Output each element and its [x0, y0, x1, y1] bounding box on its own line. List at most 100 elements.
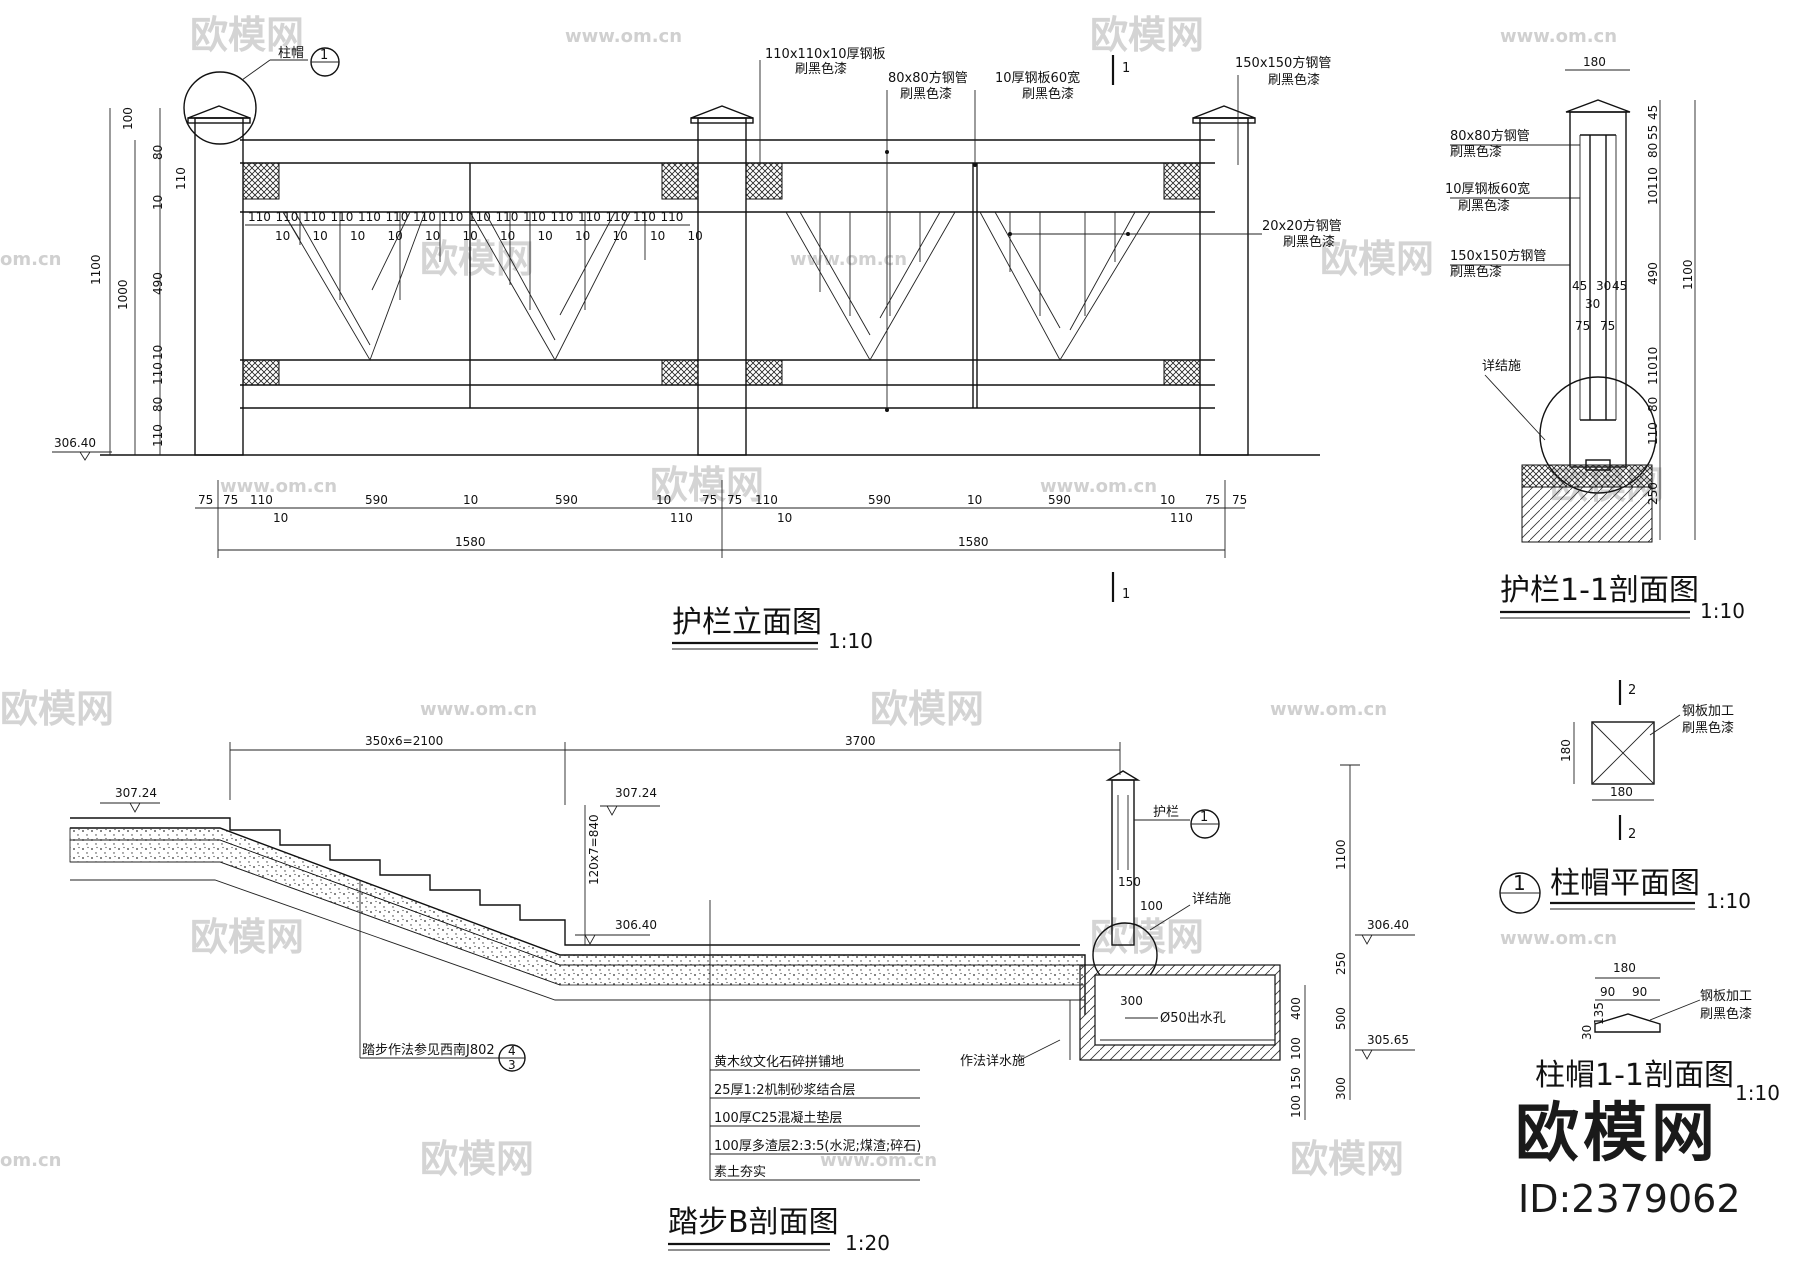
- dim-label: 90: [1600, 985, 1615, 999]
- dim-steps: 350x6=2100: [365, 734, 443, 748]
- dim-label: 590: [868, 493, 891, 507]
- step-section-title: 踏步B剖面图: [668, 1205, 839, 1240]
- layer-note: 100厚C25混凝土垫层: [714, 1110, 842, 1126]
- dim-label: 75: [727, 493, 742, 507]
- dim-label: 55: [1646, 125, 1660, 140]
- section-note: 150x150方钢管: [1450, 248, 1546, 264]
- dim-label: 110: [250, 493, 273, 507]
- watermark-brand: 欧模网: [420, 237, 534, 281]
- post: [690, 105, 754, 456]
- watermark-brand: 欧模网: [1290, 1137, 1404, 1181]
- layer-notes: 黄木纹文化石碎拼铺地 25厚1:2机制砂浆结合层 100厚C25混凝土垫层 10…: [710, 1055, 921, 1181]
- dim-label: 110: [331, 210, 354, 224]
- watermark-brand: 欧模网: [190, 13, 304, 57]
- cap-callout-label: 柱帽: [278, 45, 304, 61]
- cap-note: 刷黑色漆: [1682, 720, 1734, 736]
- watermark-url: www.om.cn: [820, 1150, 937, 1171]
- dim-label: 100: [121, 107, 135, 130]
- dim-label: 10: [1160, 493, 1175, 507]
- watermark-url: www.om.cn: [420, 699, 537, 720]
- section-note: 10厚钢板60宽: [1445, 181, 1530, 197]
- dim-label: 110: [1170, 511, 1193, 525]
- dim-label: 90: [1632, 985, 1647, 999]
- watermark-url: www.om.cn: [790, 249, 907, 270]
- dim-label: 75: [1205, 493, 1220, 507]
- dim-label: 110: [303, 210, 326, 224]
- dim-label: 30: [1596, 279, 1611, 293]
- dim-label: 590: [1048, 493, 1071, 507]
- elevation-mark: 306.40: [615, 918, 657, 932]
- watermark-url: www.om.cn: [1500, 26, 1617, 47]
- dim-label: 300: [1334, 1077, 1348, 1100]
- cap-plan-title: 柱帽平面图: [1550, 866, 1700, 901]
- annotation-steel-plate: 110x110x10厚钢板: [765, 47, 886, 62]
- balusters-left: [299, 212, 646, 310]
- section-note: 刷黑色漆: [1450, 264, 1502, 280]
- watermark-brand: 欧模网: [870, 687, 984, 731]
- section-scale: 1:10: [1700, 599, 1745, 623]
- dim-label: 110: [386, 210, 409, 224]
- cap-callout-ref: 1: [320, 48, 328, 63]
- dim-label: 10: [313, 229, 328, 243]
- dim-label: 100: [1289, 1095, 1303, 1118]
- dim-label: 10: [388, 229, 403, 243]
- balusters-right: [819, 212, 1116, 316]
- annotation-paint: 刷黑色漆: [795, 61, 847, 77]
- cap-plan: 2 180 180 2 钢板加工 刷黑色漆 1 柱帽平面图 1:10: [1499, 680, 1751, 914]
- dim-label: 180: [1613, 961, 1636, 975]
- dim-label: 400: [1289, 997, 1303, 1020]
- dim-label: 80: [1646, 397, 1660, 412]
- annotation-tube20: 20x20方钢管: [1262, 218, 1342, 234]
- section-mark-top: 1: [1122, 61, 1130, 76]
- dim-label: 45: [1572, 279, 1587, 293]
- dim-label: 1100: [1681, 259, 1695, 290]
- section-note: 80x80方钢管: [1450, 128, 1530, 144]
- cap-plan-mark: 2: [1628, 827, 1636, 842]
- dim-label: 110: [468, 210, 491, 224]
- dim-label: 590: [365, 493, 388, 507]
- watermark-url: www.om.cn: [1270, 699, 1387, 720]
- dim-label: 45: [1612, 279, 1627, 293]
- elevation-mark: 307.24: [115, 786, 157, 800]
- dim-label: 75: [223, 493, 238, 507]
- annotation-paint: 刷黑色漆: [1283, 234, 1335, 250]
- dim-label: 1000: [116, 279, 130, 310]
- dim-label: 110: [496, 210, 519, 224]
- layer-note: 黄木纹文化石碎拼铺地: [714, 1055, 844, 1070]
- dim-label: 45: [1646, 105, 1660, 120]
- cap-note: 钢板加工: [1700, 989, 1752, 1004]
- annotation-paint: 刷黑色漆: [1022, 86, 1074, 102]
- cap-section: 180 90 90 30 135 钢板加工 刷黑色漆 柱帽1-1剖面图 1:10: [1535, 961, 1780, 1105]
- dim-length: 3700: [845, 734, 876, 748]
- railing-section-1-1: 180 80x80方钢管 刷黑色漆 10厚钢板60宽 刷黑色漆 150x150方…: [1445, 55, 1745, 623]
- dim-label: 10: [275, 229, 290, 243]
- watermark-brand: 欧模网: [1320, 237, 1434, 281]
- dim-label: 110: [523, 210, 546, 224]
- section-title: 护栏1-1剖面图: [1500, 573, 1699, 608]
- dim-label: 110: [1646, 167, 1660, 190]
- dim-label: 110: [413, 210, 436, 224]
- dim-label: 110: [174, 167, 188, 190]
- watermark-brand: 欧模网: [650, 463, 764, 507]
- watermark-brand: 欧模网: [1090, 13, 1204, 57]
- dim-label: 100: [1289, 1037, 1303, 1060]
- dim-label: 10: [650, 229, 665, 243]
- bottom-dimensions: 75 75 110 590 10 590 10 75 75 110 590 10…: [195, 480, 1247, 558]
- dim-label: 100: [1140, 899, 1163, 913]
- elevation-mark: 307.24: [615, 786, 657, 800]
- dim-label: 110: [358, 210, 381, 224]
- watermark-brand: 欧模网: [0, 687, 114, 731]
- section-note: 刷黑色漆: [1458, 198, 1510, 214]
- watermark-url: om.cn: [0, 249, 61, 270]
- dim-label: 180: [1583, 55, 1606, 69]
- dim-label: 75: [198, 493, 213, 507]
- dim-label: 10: [967, 493, 982, 507]
- dim-label: 300: [1120, 994, 1143, 1008]
- cap-plan-scale: 1:10: [1706, 889, 1751, 913]
- note-rail-ref: 1: [1200, 810, 1208, 825]
- watermark-url: www.om.cn: [220, 476, 337, 497]
- dim-label: 135: [1592, 1002, 1606, 1025]
- dim-label: 10: [151, 195, 165, 210]
